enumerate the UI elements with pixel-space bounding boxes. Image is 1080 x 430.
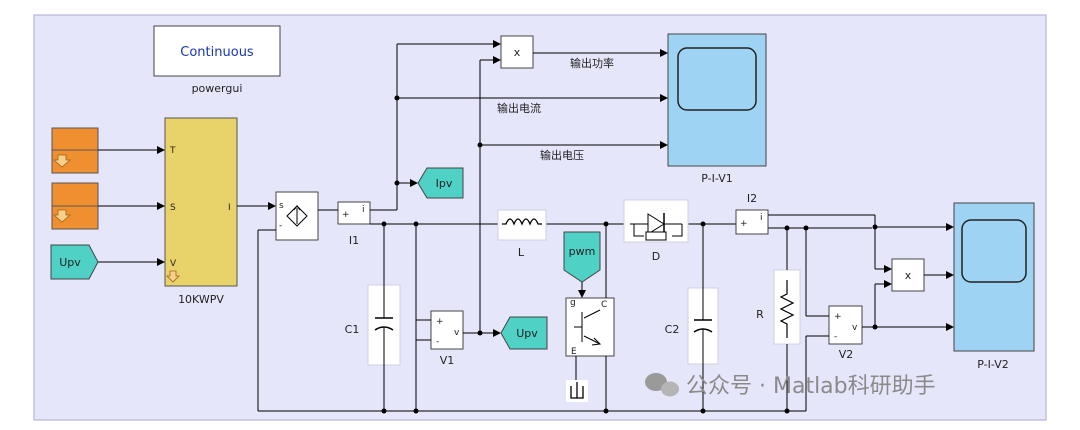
inductor-label: L [518,246,525,259]
controlled-current-source[interactable]: s - [275,191,319,241]
diode-d[interactable] [623,199,689,243]
svg-text:+: + [740,219,748,229]
svg-text:+: + [834,312,842,322]
powergui-label: powergui [192,82,243,95]
watermark: 公众号 · Matlab科研助手 [645,373,936,399]
i2-label: I2 [747,192,757,205]
powergui-block[interactable]: Continuous [153,25,281,77]
upv-out-label: Upv [516,327,538,340]
multiplier-1[interactable]: x [500,35,534,69]
current-meter-i2[interactable]: + i [735,209,769,235]
ground-icon [566,380,588,402]
svg-text:C: C [601,300,607,310]
capacitor-c1[interactable] [367,284,401,366]
diode-label: D [652,250,660,263]
upv-from-tag[interactable]: Upv [50,244,99,280]
voltage-meter-v2[interactable]: + - v [828,305,863,345]
ipv-label: Ipv [436,177,453,190]
svg-text:-: - [436,337,439,347]
ipv-goto-tag[interactable]: Ipv [417,167,464,199]
current-meter-i1[interactable]: + i [337,201,371,225]
svg-text:x: x [905,269,912,282]
source-arrow-icon [52,154,72,168]
multiplier-2[interactable]: x [891,258,925,292]
svg-text:-: - [834,332,837,342]
pv-port-t: T [169,146,176,156]
c2-label: C2 [665,323,680,336]
powergui-mode: Continuous [180,45,254,60]
signal-voltage-label: 输出电压 [540,148,584,162]
capacitor-c2[interactable] [687,287,719,365]
svg-text:v: v [852,323,858,333]
svg-text:i: i [760,213,763,223]
watermark-text: 公众号 · Matlab科研助手 [686,374,936,399]
signal-current-label: 输出电流 [497,101,541,115]
scope2-label: P-I-V2 [977,358,1008,371]
svg-text:g: g [570,298,576,308]
v2-label: V2 [839,348,854,361]
pv-port-s: S [170,203,176,213]
pv-array-block[interactable]: T S V I [164,117,238,287]
resistor-label: R [756,308,764,321]
voltage-meter-v1[interactable]: + - v [430,310,464,350]
irradiance-source[interactable] [51,182,99,230]
svg-text:s: s [279,201,284,211]
source-arrow-icon [52,209,72,223]
igbt-switch[interactable]: g C E [565,297,615,357]
upv-goto-tag[interactable]: Upv [500,316,548,350]
svg-text:+: + [436,317,444,327]
svg-text:E: E [571,347,577,357]
upv-in-label: Upv [59,256,81,269]
svg-text:v: v [454,328,460,338]
pwm-label: pwm [569,245,596,258]
svg-text:x: x [514,46,521,59]
c1-label: C1 [345,323,360,336]
scope1-label: P-I-V1 [701,172,732,185]
resistor-r[interactable] [773,269,801,345]
svg-text:-: - [279,221,282,231]
signal-power-label: 输出功率 [570,56,614,70]
svg-text:i: i [362,205,365,215]
inductor-l[interactable] [497,209,547,241]
pv-port-v: V [170,259,177,269]
pv-port-i: I [228,203,231,213]
svg-text:+: + [342,210,350,220]
pv-arrow-icon [166,270,180,283]
scope-p-i-v1[interactable] [667,33,767,167]
scope-p-i-v2[interactable] [953,202,1035,352]
i1-label: I1 [349,234,359,247]
v1-label: V1 [440,354,455,367]
pv-label: 10KWPV [178,293,224,306]
wechat-icon [645,373,679,397]
temperature-source[interactable] [51,127,99,174]
pwm-from-tag[interactable]: pwm [563,231,601,283]
